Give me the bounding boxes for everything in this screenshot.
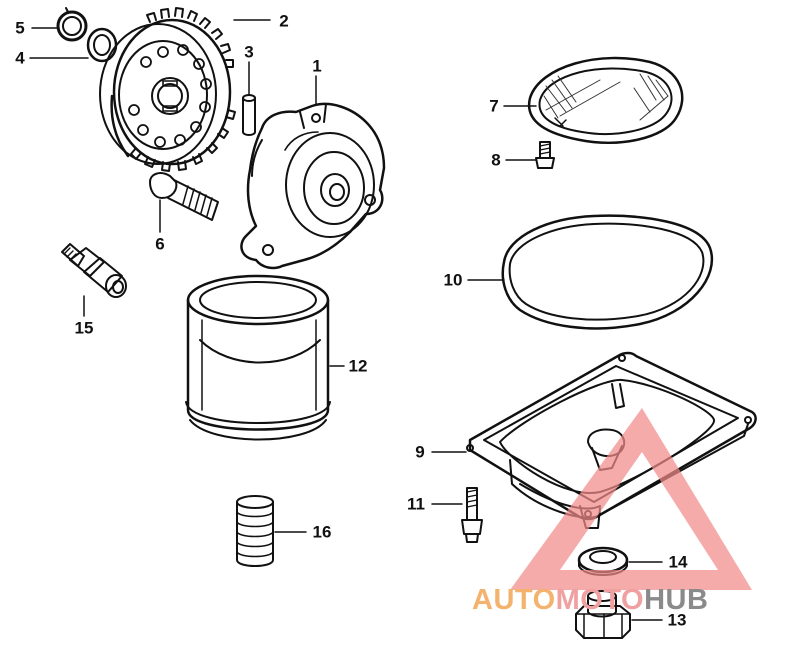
watermark-triangle [510, 408, 752, 590]
watermark-text: AUTOMOTOHUB [472, 586, 708, 615]
callout-10: 10 [443, 270, 463, 290]
callout-9: 9 [415, 442, 425, 462]
oil-pan-part-9 [466, 351, 757, 529]
pressure-switch-part-15 [61, 243, 127, 298]
callout-1: 1 [312, 56, 322, 76]
washer-part-4 [86, 27, 118, 63]
dowel-pin-part-3 [242, 94, 256, 136]
callout-6: 6 [155, 234, 165, 254]
union-part-16 [236, 495, 274, 567]
callout-13: 13 [667, 610, 687, 630]
watermark-hub: HUB [644, 584, 709, 616]
oil-filter-part-12 [185, 274, 331, 441]
callout-11: 11 [407, 494, 425, 514]
callout-5: 5 [15, 18, 25, 38]
leader-lines [29, 19, 663, 621]
callout-2: 2 [279, 11, 289, 31]
callout-3: 3 [244, 42, 254, 62]
drive-gear-part-2 [99, 7, 236, 172]
bolt-part-6 [149, 172, 219, 221]
pan-bolt-part-11 [461, 487, 483, 543]
oil-pump-body-part-1 [240, 102, 386, 270]
callout-16: 16 [312, 522, 332, 542]
callout-14: 14 [668, 552, 688, 572]
callout-7: 7 [489, 96, 499, 116]
callout-8: 8 [491, 150, 501, 170]
drain-plug-part-13 [575, 590, 631, 639]
callout-4: 4 [15, 48, 25, 68]
watermark-moto: MOTO [555, 584, 645, 616]
snap-ring-part-5 [56, 7, 88, 42]
callout-15: 15 [74, 318, 94, 338]
oil-strainer-part-7 [527, 56, 684, 144]
small-bolt-part-8 [535, 141, 555, 169]
gasket-part-10 [501, 214, 714, 330]
watermark-auto: AUTO [472, 584, 556, 616]
callout-12: 12 [348, 356, 368, 376]
